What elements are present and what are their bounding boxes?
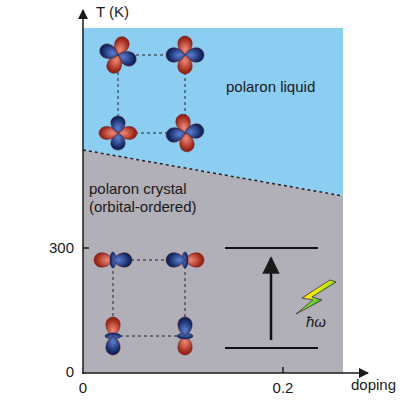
tick-label: 300 — [49, 239, 74, 257]
photon-energy: ħω — [306, 313, 326, 331]
region-fill — [83, 28, 343, 196]
region-label: polaron crystal (orbital-ordered) — [89, 180, 224, 216]
crystal-region: polaron crystal (orbital-ordered) — [83, 150, 343, 373]
liquid-region: polaron liquid — [83, 28, 343, 196]
region-shape — [83, 150, 343, 373]
tick-label: 0 — [79, 379, 87, 397]
axis-title: doping — [351, 376, 396, 394]
axes — [82, 10, 368, 374]
axis-title: T (K) — [96, 3, 129, 21]
region-label: polaron liquid — [226, 78, 338, 96]
tick-label: 0 — [66, 363, 74, 381]
tick-label: 0.2 — [273, 379, 294, 397]
